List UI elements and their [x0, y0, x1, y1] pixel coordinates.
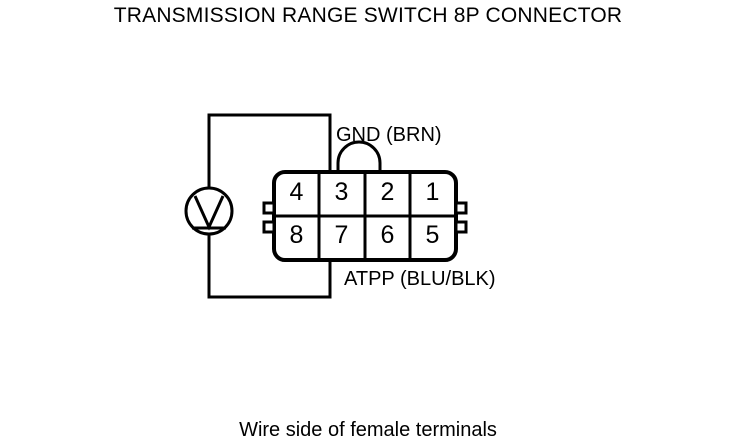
connector-pin-3: 3	[334, 178, 349, 206]
lead-wire-to-pin-3	[207, 113, 332, 191]
connector-pin-1: 1	[425, 178, 440, 206]
lead-wire-to-pin-7	[207, 231, 332, 299]
connector-pin-6: 6	[380, 221, 395, 249]
connector-latch-tabs	[262, 201, 468, 234]
connector-body	[272, 170, 458, 262]
connector-pin-2: 2	[380, 178, 395, 206]
atpp-lead-label: ATPP (BLU/BLK)	[344, 268, 496, 290]
connector-pin-7: 7	[334, 221, 349, 249]
voltmeter-icon	[184, 186, 234, 236]
gnd-lead-hop-arc	[336, 140, 382, 172]
connector-pin-4: 4	[289, 178, 304, 206]
connector-pin-8: 8	[289, 221, 304, 249]
diagram-caption: Wire side of female terminals	[239, 419, 497, 441]
gnd-lead-label: GND (BRN)	[336, 124, 442, 146]
connector-pin-5: 5	[425, 221, 440, 249]
page-title: TRANSMISSION RANGE SWITCH 8P CONNECTOR	[113, 4, 623, 27]
